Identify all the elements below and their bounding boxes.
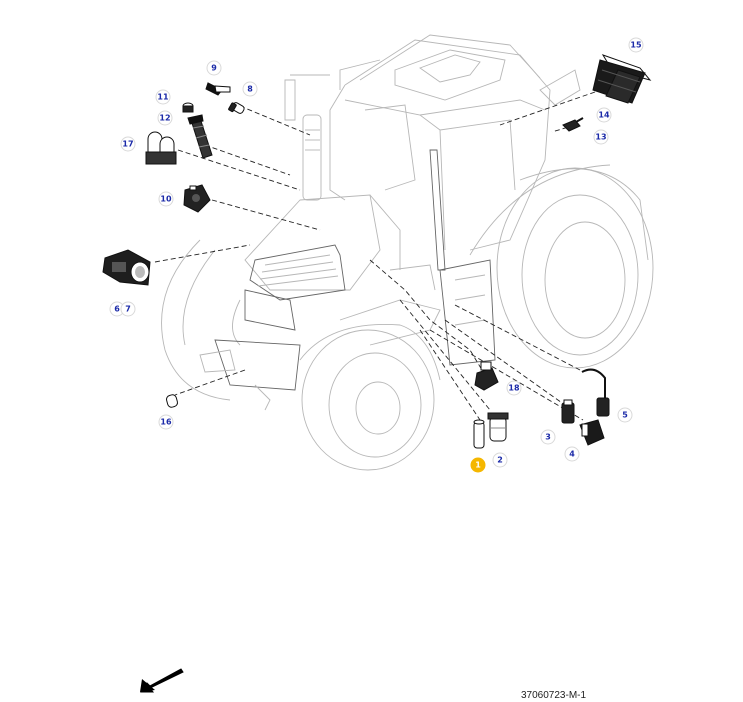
- callout-13: 13: [593, 129, 609, 145]
- callout-9: 9: [206, 60, 222, 76]
- callout-10: 10: [158, 191, 174, 207]
- mirror: [539, 69, 581, 106]
- svg-text:9: 9: [211, 64, 217, 73]
- rear-wheel-left: [161, 239, 231, 401]
- callout-12: 12: [157, 110, 173, 126]
- svg-text:5: 5: [622, 411, 628, 420]
- callout-2: 2: [492, 452, 508, 468]
- document-code: 37060723-M-1: [521, 690, 587, 701]
- part-9-sensor: [205, 82, 231, 96]
- part-5-probe: [581, 368, 610, 417]
- part-12-filter-element: [187, 114, 213, 159]
- svg-text:17: 17: [122, 140, 133, 149]
- svg-text:2: 2: [497, 456, 503, 465]
- platform: [339, 259, 496, 366]
- hood: [232, 194, 401, 346]
- front-wheel: [299, 324, 441, 471]
- svg-text:15: 15: [630, 41, 642, 50]
- callout-14: 14: [596, 107, 612, 123]
- svg-text:8: 8: [247, 85, 253, 94]
- svg-text:1: 1: [475, 461, 481, 470]
- svg-text:11: 11: [157, 93, 169, 102]
- tractor-illustration: [161, 34, 654, 471]
- part-15-cabin-air-filters: [592, 54, 652, 104]
- callout-5: 5: [617, 407, 633, 423]
- svg-text:4: 4: [569, 450, 575, 459]
- svg-text:7: 7: [125, 305, 131, 314]
- part-3-sender: [561, 399, 575, 424]
- callout-8: 8: [242, 81, 258, 97]
- callout-11: 11: [155, 89, 171, 105]
- callout-4: 4: [564, 446, 580, 462]
- part-2-fuel-filter: [487, 412, 509, 442]
- part-6-7-headlamp: [102, 249, 151, 286]
- part-1-sleeve: [473, 419, 485, 449]
- part-18-bracket: [474, 361, 499, 391]
- arrow-icon: [140, 668, 184, 693]
- svg-text:18: 18: [508, 384, 520, 393]
- exhaust-stack: [302, 114, 322, 201]
- svg-text:10: 10: [160, 195, 172, 204]
- rear-wheel: [469, 164, 654, 369]
- cab: [284, 34, 551, 271]
- callout-16: 16: [158, 414, 174, 430]
- part-10-pump: [183, 184, 211, 213]
- part-17-dual-filter: [145, 131, 177, 165]
- callout-15: 15: [628, 37, 644, 53]
- part-8-plug: [228, 102, 245, 114]
- part-11-cap: [182, 102, 194, 113]
- svg-text:16: 16: [160, 418, 172, 427]
- svg-text:3: 3: [545, 433, 551, 442]
- part-13-switch: [562, 117, 584, 132]
- callout-1: 1: [470, 457, 486, 473]
- svg-text:6: 6: [114, 305, 120, 314]
- svg-text:13: 13: [595, 133, 606, 142]
- svg-text:12: 12: [159, 114, 170, 123]
- leader-lines: [154, 91, 596, 421]
- part-4-relay: [579, 419, 605, 446]
- svg-text:14: 14: [598, 111, 610, 120]
- callout-7: 7: [120, 301, 136, 317]
- part-16-bushing: [166, 394, 178, 408]
- callout-17: 17: [120, 136, 136, 152]
- callout-3: 3: [540, 429, 556, 445]
- callout-18: 18: [506, 380, 522, 396]
- front-axle: [199, 339, 301, 411]
